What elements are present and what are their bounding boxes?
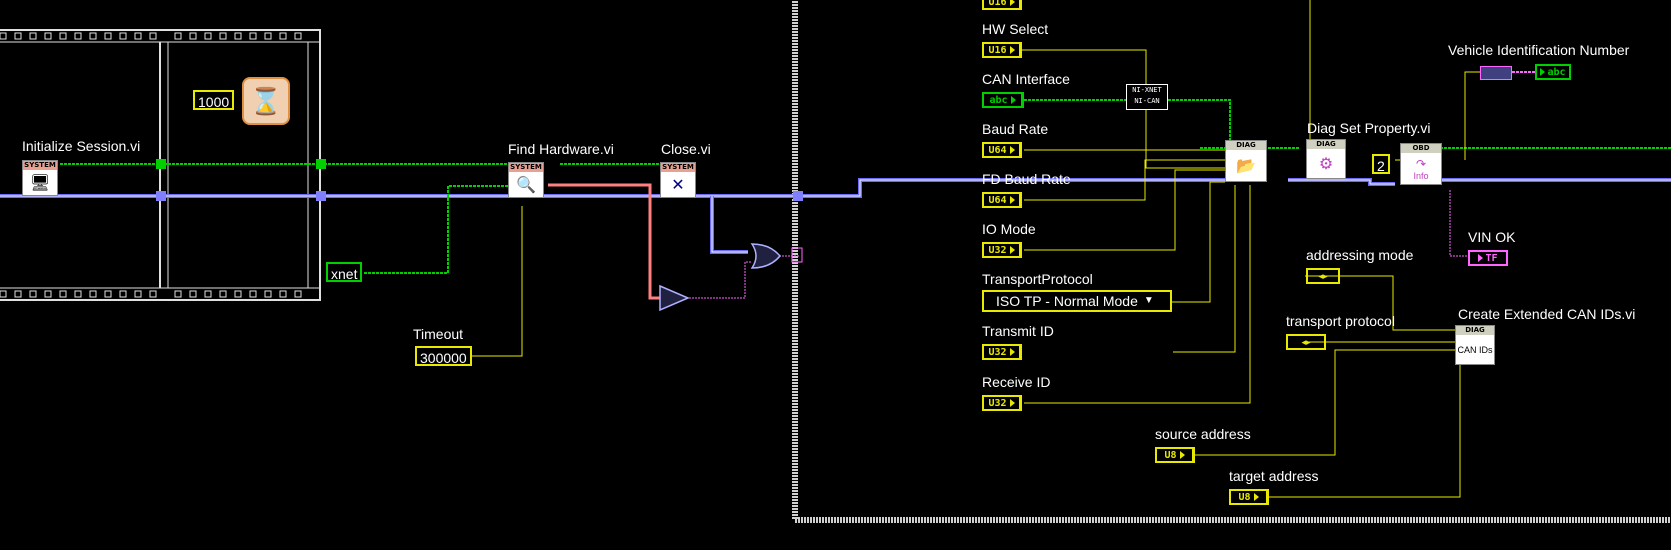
timeout-constant[interactable]: 300000 bbox=[415, 346, 472, 366]
init-session-label: Initialize Session.vi bbox=[22, 138, 141, 154]
transmit-id-terminal[interactable]: U32 bbox=[982, 344, 1022, 360]
addressing-mode-enum[interactable]: ◂▸ bbox=[1306, 268, 1340, 284]
find-hardware-vi[interactable]: SYSTEM 🔍 bbox=[508, 162, 544, 198]
create-ext-ids-vi[interactable]: DIAG CAN IDs bbox=[1455, 325, 1495, 365]
u16-terminal-top[interactable]: U16 bbox=[982, 0, 1022, 10]
can-interface-label: CAN Interface bbox=[982, 71, 1070, 87]
wait-hourglass-icon[interactable]: ⌛ bbox=[242, 77, 290, 125]
chevron-down-icon: ▼ bbox=[1143, 295, 1154, 306]
vin-ok-indicator[interactable]: TF bbox=[1468, 250, 1508, 266]
search-icon: 🔍 bbox=[509, 172, 543, 197]
close-vi[interactable]: SYSTEM ✕ bbox=[660, 162, 696, 198]
diag-set-property-label: Diag Set Property.vi bbox=[1307, 120, 1431, 136]
io-mode-terminal[interactable]: U32 bbox=[982, 242, 1022, 258]
session-string-wire bbox=[60, 147, 1671, 165]
baud-rate-terminal[interactable]: U64 bbox=[982, 142, 1022, 158]
property-icon: ⚙ bbox=[1307, 149, 1345, 178]
wait-constant[interactable]: 1000 bbox=[193, 90, 235, 110]
timeout-label: Timeout bbox=[413, 326, 464, 342]
initialize-session-vi[interactable]: SYSTEM 🖥 bbox=[22, 160, 58, 196]
interface-ring-constant[interactable]: NI-XNET NI-CAN bbox=[1126, 84, 1168, 110]
transport-protocol-enum[interactable]: ISO TP - Normal Mode ▼ bbox=[982, 290, 1172, 312]
receive-id-label: Receive ID bbox=[982, 374, 1051, 390]
diag-set-property-vi[interactable]: DIAG ⚙ bbox=[1306, 139, 1346, 179]
close-label: Close.vi bbox=[661, 141, 711, 157]
vin-indicator[interactable]: abc bbox=[1535, 64, 1571, 80]
arrow-icon: ↷ bbox=[1415, 156, 1427, 171]
transport-protocol-label: TransportProtocol bbox=[982, 271, 1093, 287]
main-structure-frame bbox=[792, 0, 1671, 523]
transmit-id-label: Transmit ID bbox=[982, 323, 1054, 339]
find-hardware-label: Find Hardware.vi bbox=[508, 141, 614, 157]
can-interface-terminal[interactable]: abc bbox=[982, 92, 1024, 108]
folder-icon: 📂 bbox=[1226, 150, 1266, 181]
initialize-session-icon: 🖥 bbox=[23, 170, 57, 195]
or-gate bbox=[750, 243, 781, 269]
vin-unbundle-node bbox=[1480, 66, 1512, 80]
addressing-mode-label: addressing mode bbox=[1306, 247, 1414, 263]
hw-select-terminal[interactable]: U16 bbox=[982, 42, 1022, 58]
hw-select-label: HW Select bbox=[982, 21, 1049, 37]
transport-protocol-lc-label: transport protocol bbox=[1286, 313, 1395, 329]
compare-node bbox=[659, 284, 690, 312]
obd-info-vi[interactable]: OBD ↷ Info bbox=[1400, 143, 1442, 185]
source-address-label: source address bbox=[1155, 426, 1251, 442]
transport-protocol-ring[interactable]: ◂▸ bbox=[1286, 334, 1326, 350]
target-address-terminal[interactable]: U8 bbox=[1229, 489, 1269, 505]
create-ext-ids-label: Create Extended CAN IDs.vi bbox=[1458, 306, 1636, 322]
xnet-constant[interactable]: xnet bbox=[326, 262, 363, 282]
close-icon: ✕ bbox=[661, 172, 695, 197]
receive-id-terminal[interactable]: U32 bbox=[982, 395, 1022, 411]
obd-index-constant[interactable]: 2 bbox=[1372, 154, 1390, 174]
fd-baud-rate-terminal[interactable]: U64 bbox=[982, 192, 1022, 208]
vin-ok-label: VIN OK bbox=[1468, 229, 1516, 245]
diag-open-vi[interactable]: DIAG 📂 bbox=[1225, 140, 1267, 182]
source-address-terminal[interactable]: U8 bbox=[1155, 447, 1195, 463]
io-mode-label: IO Mode bbox=[982, 221, 1036, 237]
vin-label: Vehicle Identification Number bbox=[1448, 42, 1630, 58]
baud-rate-label: Baud Rate bbox=[982, 121, 1049, 137]
obd-info-icon: ↷ Info bbox=[1401, 153, 1441, 184]
target-address-label: target address bbox=[1229, 468, 1319, 484]
fd-baud-rate-label: FD Baud Rate bbox=[982, 171, 1071, 187]
